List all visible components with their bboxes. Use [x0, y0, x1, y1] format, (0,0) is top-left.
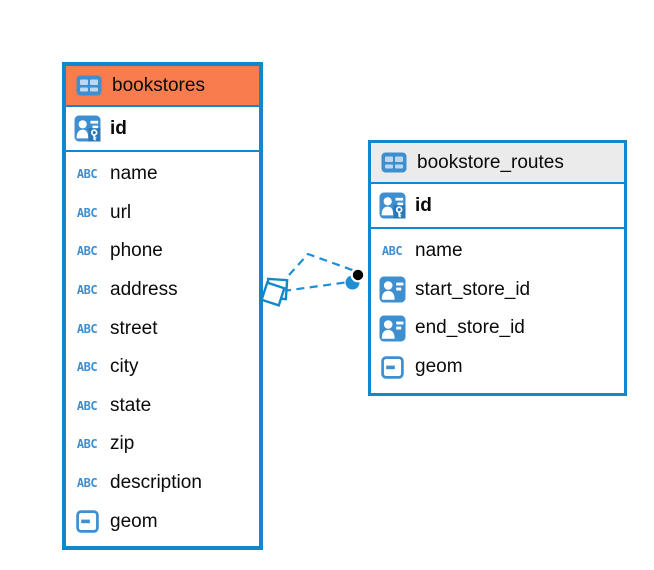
column-name: phone: [110, 240, 163, 262]
table-header-bookstore-routes[interactable]: bookstore_routes: [371, 143, 624, 184]
reference-key-icon: [378, 276, 406, 303]
primary-key-icon: [73, 115, 101, 142]
column-list: ABC name start_store_id end_store_id geo…: [371, 229, 624, 389]
column-name: city: [110, 356, 139, 378]
entity-table-bookstores[interactable]: bookstores id ABC name ABC url ABC phone…: [62, 62, 263, 550]
column-name: address: [110, 279, 178, 301]
column-name: url: [110, 201, 132, 223]
relationship-line-lower[interactable]: [282, 280, 350, 293]
column-row[interactable]: ABC url: [66, 194, 259, 233]
relationship-line-upper[interactable]: [279, 252, 356, 286]
column-row[interactable]: ABC state: [66, 387, 259, 426]
column-name: zip: [110, 433, 135, 455]
column-row[interactable]: ABC address: [66, 271, 259, 310]
table-title: bookstore_routes: [417, 151, 564, 173]
text-type-icon: ABC: [76, 476, 98, 491]
column-name: id: [415, 194, 432, 216]
column-name: name: [110, 163, 158, 185]
geometry-type-icon: [378, 355, 406, 379]
column-row-pk[interactable]: id: [371, 184, 624, 229]
column-row[interactable]: ABC name: [371, 232, 624, 271]
text-type-icon: ABC: [76, 283, 98, 298]
text-type-icon: ABC: [76, 244, 98, 259]
geometry-type-icon: [73, 510, 101, 533]
column-row[interactable]: ABC description: [66, 464, 259, 503]
text-type-icon: ABC: [76, 167, 98, 182]
column-name: geom: [415, 356, 463, 378]
table-title: bookstores: [112, 74, 205, 96]
column-name: name: [415, 240, 463, 262]
column-row[interactable]: ABC street: [66, 309, 259, 348]
column-name: end_store_id: [415, 317, 525, 339]
column-row[interactable]: geom: [66, 502, 259, 541]
column-name: street: [110, 317, 158, 339]
entity-table-bookstore-routes[interactable]: bookstore_routes id ABC name start_store…: [368, 140, 627, 396]
column-row[interactable]: geom: [371, 348, 624, 387]
column-name: start_store_id: [415, 278, 531, 300]
reference-key-icon: [378, 315, 406, 342]
column-row[interactable]: ABC city: [66, 348, 259, 387]
column-row[interactable]: start_store_id: [371, 271, 624, 310]
text-type-icon: ABC: [76, 360, 98, 375]
primary-key-icon: [378, 192, 406, 219]
table-header-bookstores[interactable]: bookstores: [66, 66, 259, 107]
column-name: description: [110, 472, 202, 494]
column-row[interactable]: ABC phone: [66, 232, 259, 271]
column-name: state: [110, 394, 152, 416]
edge-dot-endpoint-selected[interactable]: [350, 267, 366, 283]
column-row[interactable]: ABC name: [66, 155, 259, 194]
text-type-icon: ABC: [76, 398, 98, 413]
column-name: geom: [110, 510, 158, 532]
column-name: id: [110, 117, 127, 139]
column-list: ABC name ABC url ABC phone ABC address A…: [66, 152, 259, 544]
text-type-icon: ABC: [76, 321, 98, 336]
column-row[interactable]: end_store_id: [371, 309, 624, 348]
table-icon: [75, 75, 103, 96]
text-type-icon: ABC: [76, 437, 98, 452]
edge-dot-endpoint-blue[interactable]: [345, 275, 360, 290]
text-type-icon: ABC: [381, 244, 403, 259]
table-icon: [380, 152, 408, 173]
column-row[interactable]: ABC zip: [66, 425, 259, 464]
text-type-icon: ABC: [76, 205, 98, 220]
edge-diamond-endpoint-front[interactable]: [260, 281, 286, 307]
column-row-pk[interactable]: id: [66, 107, 259, 152]
